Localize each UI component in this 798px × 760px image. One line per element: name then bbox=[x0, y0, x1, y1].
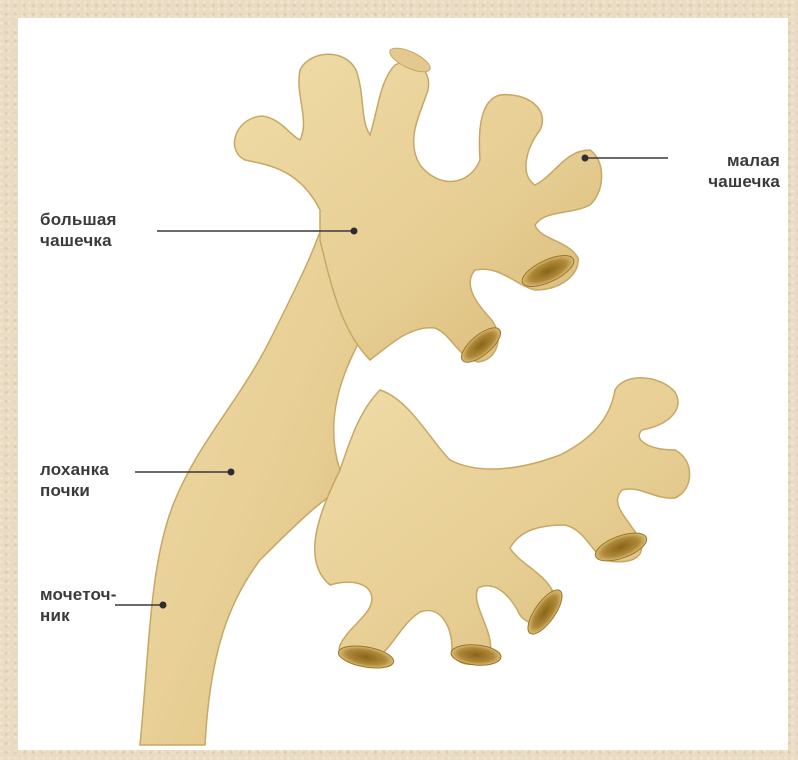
dot-minor-calyx bbox=[582, 155, 589, 162]
calyx-opening-lower-3 bbox=[450, 643, 502, 667]
label-major-calyx-line2: чашечка bbox=[40, 230, 117, 251]
label-ureter: мочеточ- ник bbox=[40, 584, 117, 626]
label-minor-calyx-line1: малая bbox=[682, 150, 780, 171]
dot-ureter bbox=[160, 602, 167, 609]
label-renal-pelvis-line2: почки bbox=[40, 480, 109, 501]
dot-major-calyx bbox=[351, 228, 358, 235]
label-ureter-line2: ник bbox=[40, 605, 117, 626]
label-minor-calyx: малая чашечка bbox=[682, 150, 780, 192]
label-minor-calyx-line2: чашечка bbox=[682, 171, 780, 192]
label-renal-pelvis-line1: лоханка bbox=[40, 459, 109, 480]
dot-renal-pelvis bbox=[228, 469, 235, 476]
label-major-calyx-line1: большая bbox=[40, 209, 117, 230]
label-ureter-line1: мочеточ- bbox=[40, 584, 117, 605]
label-major-calyx: большая чашечка bbox=[40, 209, 117, 251]
label-renal-pelvis: лоханка почки bbox=[40, 459, 109, 501]
lower-major-calyx-shape bbox=[315, 378, 690, 664]
